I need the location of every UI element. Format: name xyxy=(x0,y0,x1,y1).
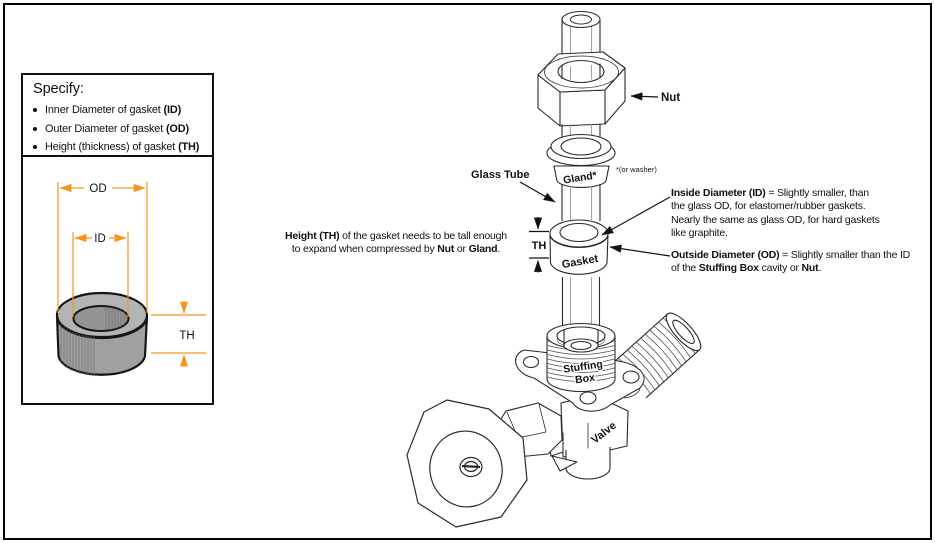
gland xyxy=(546,133,616,188)
list-item: Height (thickness) of gasket (TH) xyxy=(23,138,212,157)
bolt-hole-bottom xyxy=(579,391,597,405)
id-dim-label: ID xyxy=(94,233,106,245)
gasket-side-hatch xyxy=(60,324,95,377)
list-item: Inner Diameter of gasket (ID) xyxy=(23,101,212,120)
leader-lines xyxy=(519,92,671,257)
bolt-hole-right xyxy=(622,370,640,384)
specify-panel: Specify: Inner Diameter of gasket (ID) O… xyxy=(21,73,214,157)
glass-tube-mid1 xyxy=(561,124,601,137)
gland-label: Gland* xyxy=(562,169,598,186)
inside-diameter-leader-arrow xyxy=(601,196,671,236)
nut-label: Nut xyxy=(661,92,680,104)
th-dim-label: TH xyxy=(179,330,194,342)
bullet-icon xyxy=(33,145,37,149)
valve-body xyxy=(547,394,629,480)
list-item: Outer Diameter of gasket (OD) xyxy=(23,120,212,139)
glass-tube-lower xyxy=(561,277,601,330)
th-label-valve: TH xyxy=(532,240,547,252)
bullet-icon xyxy=(33,108,37,112)
stuffing-box-label-line2: Box xyxy=(574,372,595,387)
bullet-icon xyxy=(33,126,37,131)
od-dim-label: OD xyxy=(89,183,106,195)
outside-diameter-note: Outside Diameter (OD) = Slightly smaller… xyxy=(671,249,911,275)
glass-tube-leader-arrow xyxy=(519,181,556,203)
gasket-3d-drawing xyxy=(55,291,149,377)
glass-tube-label: Glass Tube xyxy=(471,169,529,181)
hex-nut xyxy=(537,51,626,127)
glass-tube-upper xyxy=(561,10,601,57)
or-washer-note: *(or washer) xyxy=(616,165,657,174)
gasket-drawing-panel xyxy=(21,157,214,405)
gasket-ring xyxy=(549,219,609,275)
screw-slot xyxy=(461,464,481,469)
glass-tube-mid2 xyxy=(561,184,601,221)
specify-title: Specify: xyxy=(33,81,84,97)
inside-diameter-note: Inside Diameter (ID) = Slightly smaller,… xyxy=(671,187,880,240)
gasket-hole-hatch xyxy=(105,306,125,331)
height-note: Height (TH) of the gasket needs to be ta… xyxy=(285,230,507,256)
dimension-lines-orange xyxy=(57,182,206,367)
bolt-hole-left xyxy=(522,355,540,369)
stuffing-box xyxy=(546,322,616,393)
handwheel xyxy=(406,399,528,528)
th-dimension-valve xyxy=(529,217,549,273)
nut-leader-arrow xyxy=(630,92,659,101)
outside-diameter-leader-arrow xyxy=(609,244,671,257)
